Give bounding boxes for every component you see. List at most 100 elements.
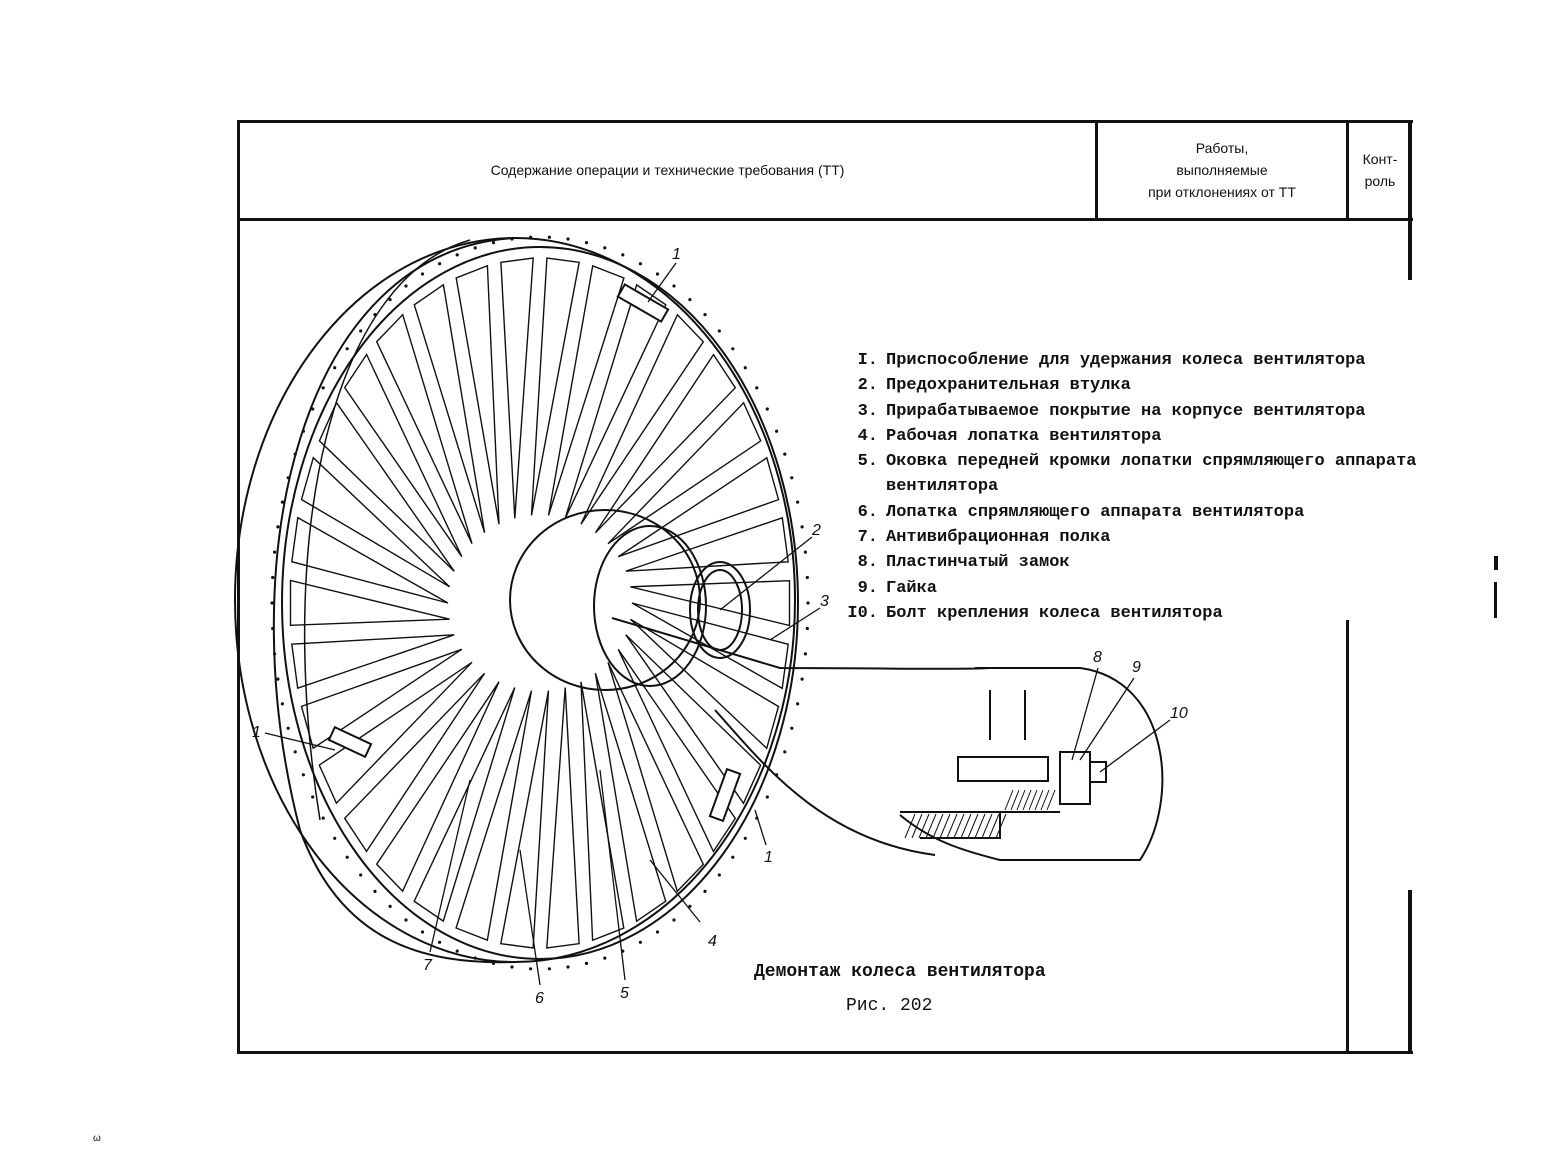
section-hatch	[953, 813, 965, 839]
callout-8: 8	[1093, 649, 1102, 666]
section-hatch	[1028, 789, 1038, 811]
rim-rivet	[783, 452, 787, 456]
fan-blade	[564, 283, 667, 519]
rim-rivet	[731, 347, 735, 351]
rim-rivet	[783, 750, 787, 754]
fan-blade	[291, 516, 449, 604]
section-hatch	[1034, 789, 1044, 811]
header-deviation-works: Работы, выполняемые при отклонениях от Т…	[1148, 140, 1296, 200]
rim-rivet	[473, 956, 477, 960]
fan-blade	[455, 264, 500, 525]
rim-rivet	[280, 702, 284, 706]
fixture-right	[708, 767, 742, 823]
section-hatch	[946, 813, 958, 839]
rim-rivet	[293, 750, 297, 754]
rim-rivet	[800, 677, 804, 681]
fan-blade	[413, 283, 486, 534]
fan-blade	[630, 579, 791, 627]
callout-10: 10	[1170, 705, 1188, 722]
rim-rivet	[510, 237, 514, 241]
section-hatch	[1046, 789, 1056, 811]
detail-bolt-shank	[957, 756, 1049, 782]
section-hatch	[932, 813, 944, 839]
rim-rivet	[717, 873, 721, 877]
rim-rivet	[491, 241, 496, 245]
rim-rivet	[584, 241, 589, 245]
section-hatch	[911, 813, 923, 839]
page-mark: ω	[93, 1133, 101, 1144]
fixture-left	[327, 725, 373, 759]
rim-rivet	[491, 961, 496, 966]
header-col-divider-2	[1346, 120, 1349, 220]
rim-rivet	[455, 253, 459, 257]
rim-rivet	[333, 836, 337, 840]
legend-item: I.Приспособление для удержания колеса ве…	[857, 351, 1366, 370]
section-hatch	[988, 813, 1000, 839]
legend-item: 6.Лопатка спрямляющего аппарата вентилят…	[857, 502, 1305, 522]
rim-rivet	[796, 702, 800, 706]
callout-1-left: 1	[252, 724, 261, 741]
rim-rivet	[790, 726, 794, 730]
section-hatch	[1022, 789, 1032, 811]
callout-4: 4	[708, 933, 717, 950]
rim-rivet	[796, 500, 800, 504]
spinner-nose	[593, 525, 707, 687]
legend-item: 3.Прирабатываемое покрытие на корпусе ве…	[857, 401, 1366, 421]
section-hatch	[918, 813, 930, 839]
rim-rivet	[345, 347, 349, 351]
fan-blade	[289, 579, 450, 627]
legend-item: 5.Оковка передней кромки лопатки спрямля…	[857, 452, 1417, 497]
fan-blade	[318, 661, 473, 805]
rim-rivet	[638, 262, 643, 266]
fan-blade	[625, 516, 789, 572]
rim-rivet	[311, 795, 315, 799]
fan-blade	[343, 672, 486, 853]
form-frame	[237, 120, 1413, 1054]
callout-1-top: 1	[672, 246, 681, 263]
section-hatch	[995, 813, 1007, 839]
header-operation-title: Содержание операции и технические требов…	[490, 162, 845, 178]
right-rule-bottom	[1408, 890, 1412, 1054]
rim-rivet	[717, 329, 721, 333]
rim-rivet	[755, 386, 759, 390]
rim-rivet	[420, 930, 425, 934]
callout-1-right: 1	[764, 849, 773, 866]
rim-rivet	[765, 407, 769, 411]
rim-rivet	[547, 967, 552, 971]
rim-rivet	[529, 967, 533, 971]
rim-rivet	[271, 626, 275, 631]
rim-rivet	[420, 272, 425, 276]
rim-rivet	[321, 816, 325, 820]
rim-rivet	[688, 904, 692, 909]
section-hatch	[1040, 789, 1050, 811]
fan-blade	[375, 313, 473, 544]
rim-rivet	[438, 940, 442, 944]
figure-number: Рис. 202	[846, 996, 933, 1016]
rim-rivet	[638, 940, 643, 944]
legend-item: 2.Предохранительная втулка	[857, 376, 1131, 396]
fan-blade	[343, 353, 463, 558]
rim-rivet	[438, 262, 442, 266]
detail-view-outline	[899, 667, 1164, 861]
fan-blade	[318, 401, 455, 572]
section-hatch	[904, 813, 916, 839]
fan-blade	[629, 618, 780, 750]
rim-rivet	[293, 452, 297, 456]
legend-item: 9.Гайка	[857, 578, 938, 598]
rim-rivet	[703, 889, 707, 894]
rim-rivet	[270, 601, 274, 605]
callout-9: 9	[1132, 659, 1141, 676]
rim-rivet	[703, 313, 707, 317]
fan-blade	[500, 257, 534, 519]
rim-rivet	[790, 476, 794, 480]
margin-mark	[1494, 556, 1498, 570]
rim-rivet	[404, 918, 408, 922]
rim-rivet	[286, 476, 290, 480]
rim-rivet	[584, 961, 589, 966]
rim-rivet	[743, 836, 747, 840]
rim-rivet	[603, 956, 607, 960]
legend-item: 4.Рабочая лопатка вентилятора	[857, 426, 1162, 446]
fan-blade	[617, 456, 780, 558]
rim-rivet	[743, 366, 747, 370]
